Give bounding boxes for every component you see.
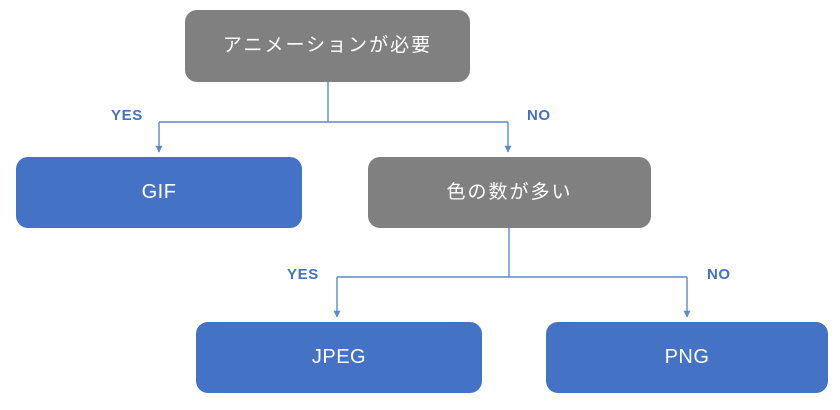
node-many-colors[interactable]: 色の数が多い xyxy=(368,157,651,228)
node-label: 色の数が多い xyxy=(446,181,573,203)
edge-label-colors-yes: YES xyxy=(287,266,319,283)
edge-label-root-yes: YES xyxy=(111,107,143,124)
node-label: アニメーションが必要 xyxy=(222,35,433,57)
node-png[interactable]: PNG xyxy=(546,322,828,393)
node-jpeg[interactable]: JPEG xyxy=(196,322,482,393)
connector-root-split xyxy=(159,82,508,123)
connector-colors-split xyxy=(337,228,687,278)
node-gif[interactable]: GIF xyxy=(16,157,302,228)
node-label: GIF xyxy=(141,181,177,203)
edge-label-root-no: NO xyxy=(527,107,551,124)
node-label: JPEG xyxy=(311,346,367,368)
edge-label-colors-no: NO xyxy=(707,266,731,283)
node-animation-required[interactable]: アニメーションが必要 xyxy=(185,10,470,82)
node-label: PNG xyxy=(664,346,710,368)
